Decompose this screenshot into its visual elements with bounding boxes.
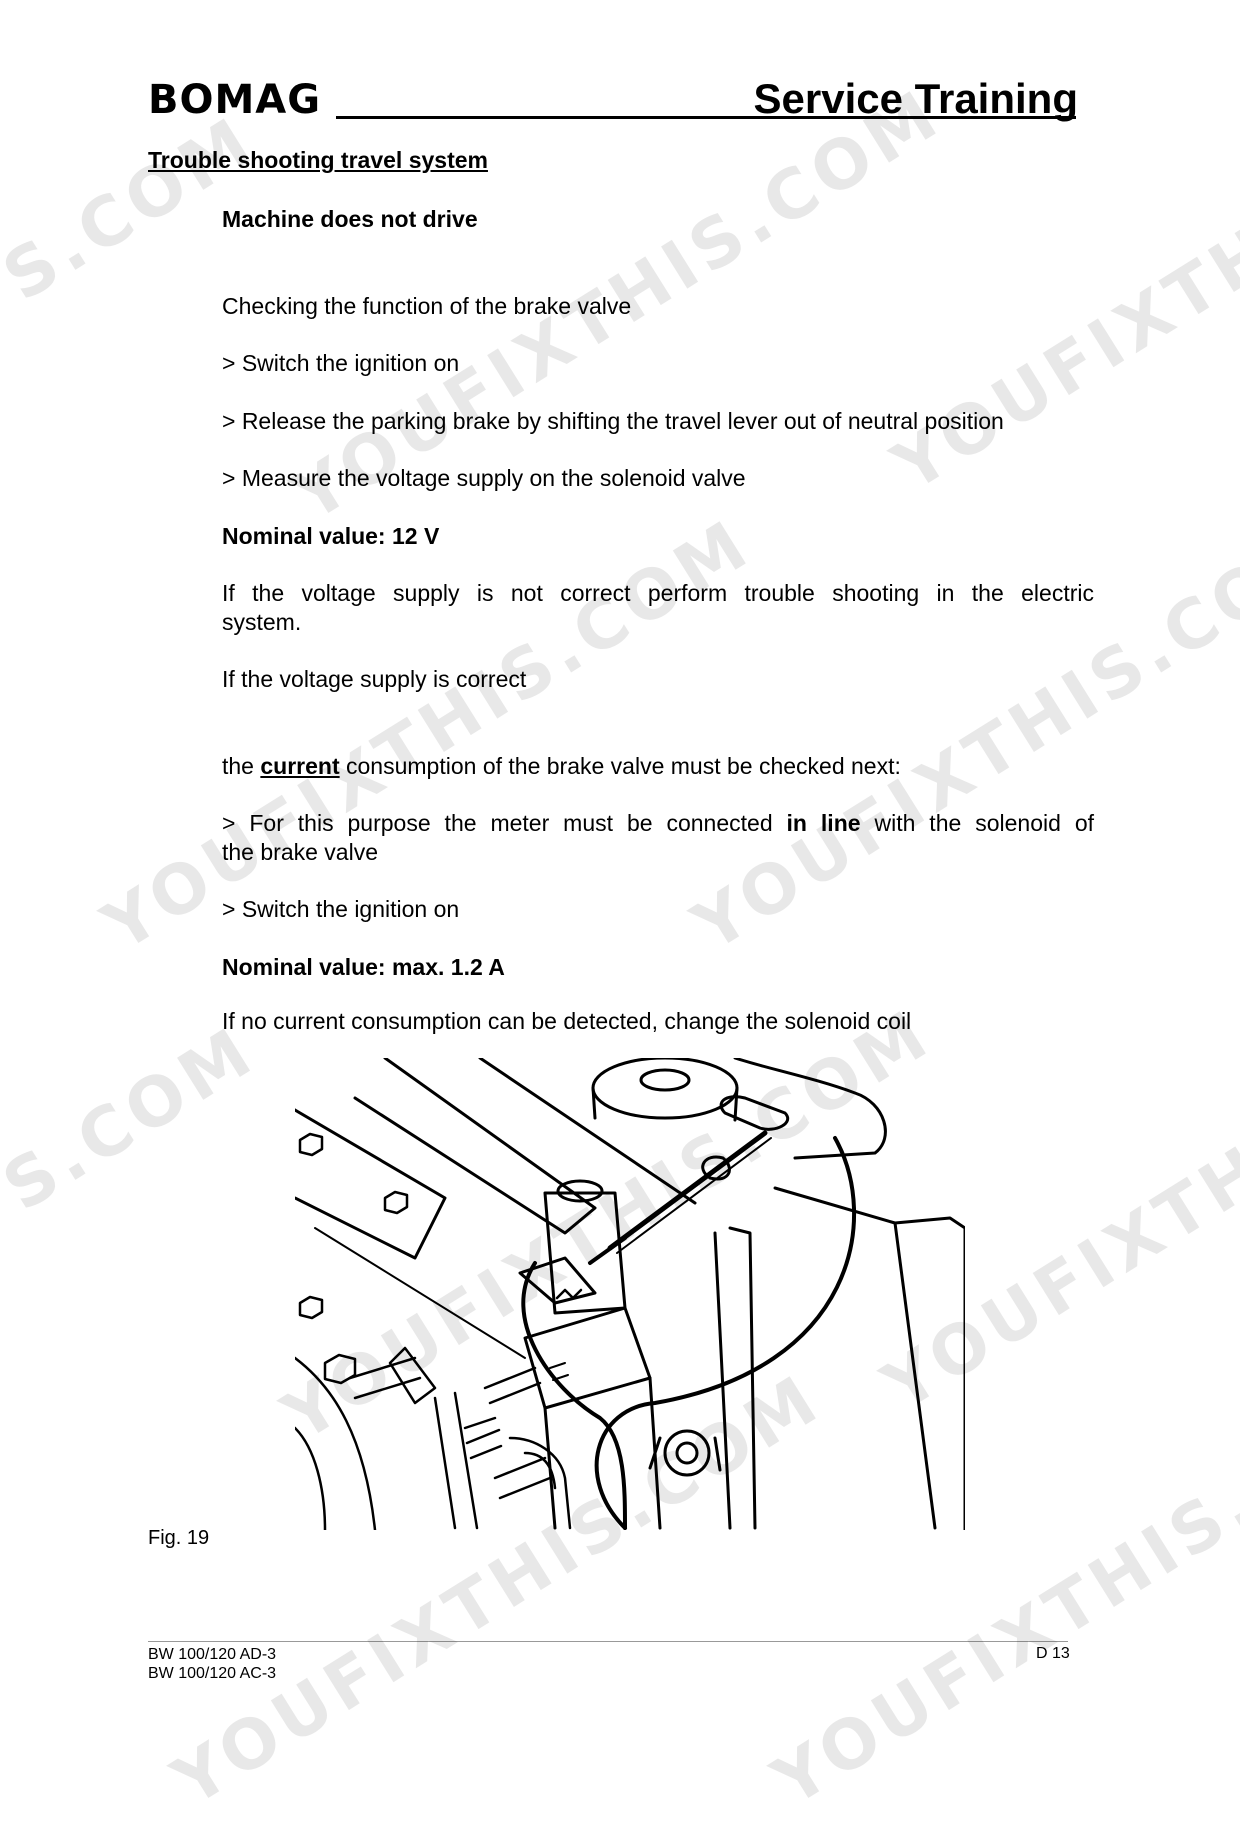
paragraph-voltage-not-correct: If the voltage supply is not correct per… <box>222 579 1094 637</box>
header-title: Service Training <box>753 75 1078 122</box>
footer-model-ac: BW 100/120 AC-3 <box>148 1665 277 1682</box>
text-run: with the solenoid of <box>860 810 1095 836</box>
watermark: S.COM <box>0 1011 270 1227</box>
nominal-value-voltage: Nominal value: 12 V <box>222 523 440 549</box>
step-ignition-on-2: > Switch the ignition on <box>222 896 460 922</box>
paragraph-line: If the voltage supply is not correct per… <box>222 580 1094 606</box>
footer-page-number: D 13 <box>1036 1645 1070 1662</box>
emphasis-current: current <box>260 753 340 779</box>
document-page: BOMAG Service Training Trouble shooting … <box>0 44 1240 1822</box>
paragraph-current-check: the current consumption of the brake val… <box>222 752 1094 781</box>
footer-model-ad: BW 100/120 AD-3 <box>148 1646 277 1663</box>
footer-models: BW 100/120 AD-3 BW 100/120 AC-3 <box>148 1645 276 1683</box>
page-header: BOMAG Service Training <box>148 72 1078 123</box>
nominal-value-current: Nominal value: max. 1.2 A <box>222 954 505 980</box>
step-connect-meter: > For this purpose the meter must be con… <box>222 809 1094 867</box>
bomag-logo: BOMAG <box>148 77 322 123</box>
paragraph-line: > For this purpose the meter must be con… <box>222 809 1094 838</box>
step-release-brake: > Release the parking brake by shifting … <box>222 408 1004 434</box>
header-rule <box>336 116 1076 119</box>
step-measure-voltage: > Measure the voltage supply on the sole… <box>222 465 746 491</box>
text-run: > For this purpose the meter must be con… <box>222 810 787 836</box>
step-ignition-on: > Switch the ignition on <box>222 350 460 376</box>
figure-caption: Fig. 19 <box>148 1527 210 1549</box>
paragraph-voltage-correct: If the voltage supply is correct <box>222 666 527 692</box>
section-title: Trouble shooting travel system <box>148 147 488 173</box>
paragraph-change-coil: If no current consumption can be detecte… <box>222 1008 912 1034</box>
text-run: consumption of the brake valve must be c… <box>339 753 901 779</box>
paragraph-line: system. <box>222 609 302 635</box>
paragraph-check-brake-valve: Checking the function of the brake valve <box>222 293 632 319</box>
paragraph-line: the brake valve <box>222 839 378 865</box>
text-run: the <box>222 753 261 779</box>
emphasis-in-line: in line <box>786 810 861 836</box>
brake-valve-illustration <box>295 1058 965 1530</box>
heading: Machine does not drive <box>222 206 478 232</box>
footer-rule <box>148 1641 1068 1642</box>
